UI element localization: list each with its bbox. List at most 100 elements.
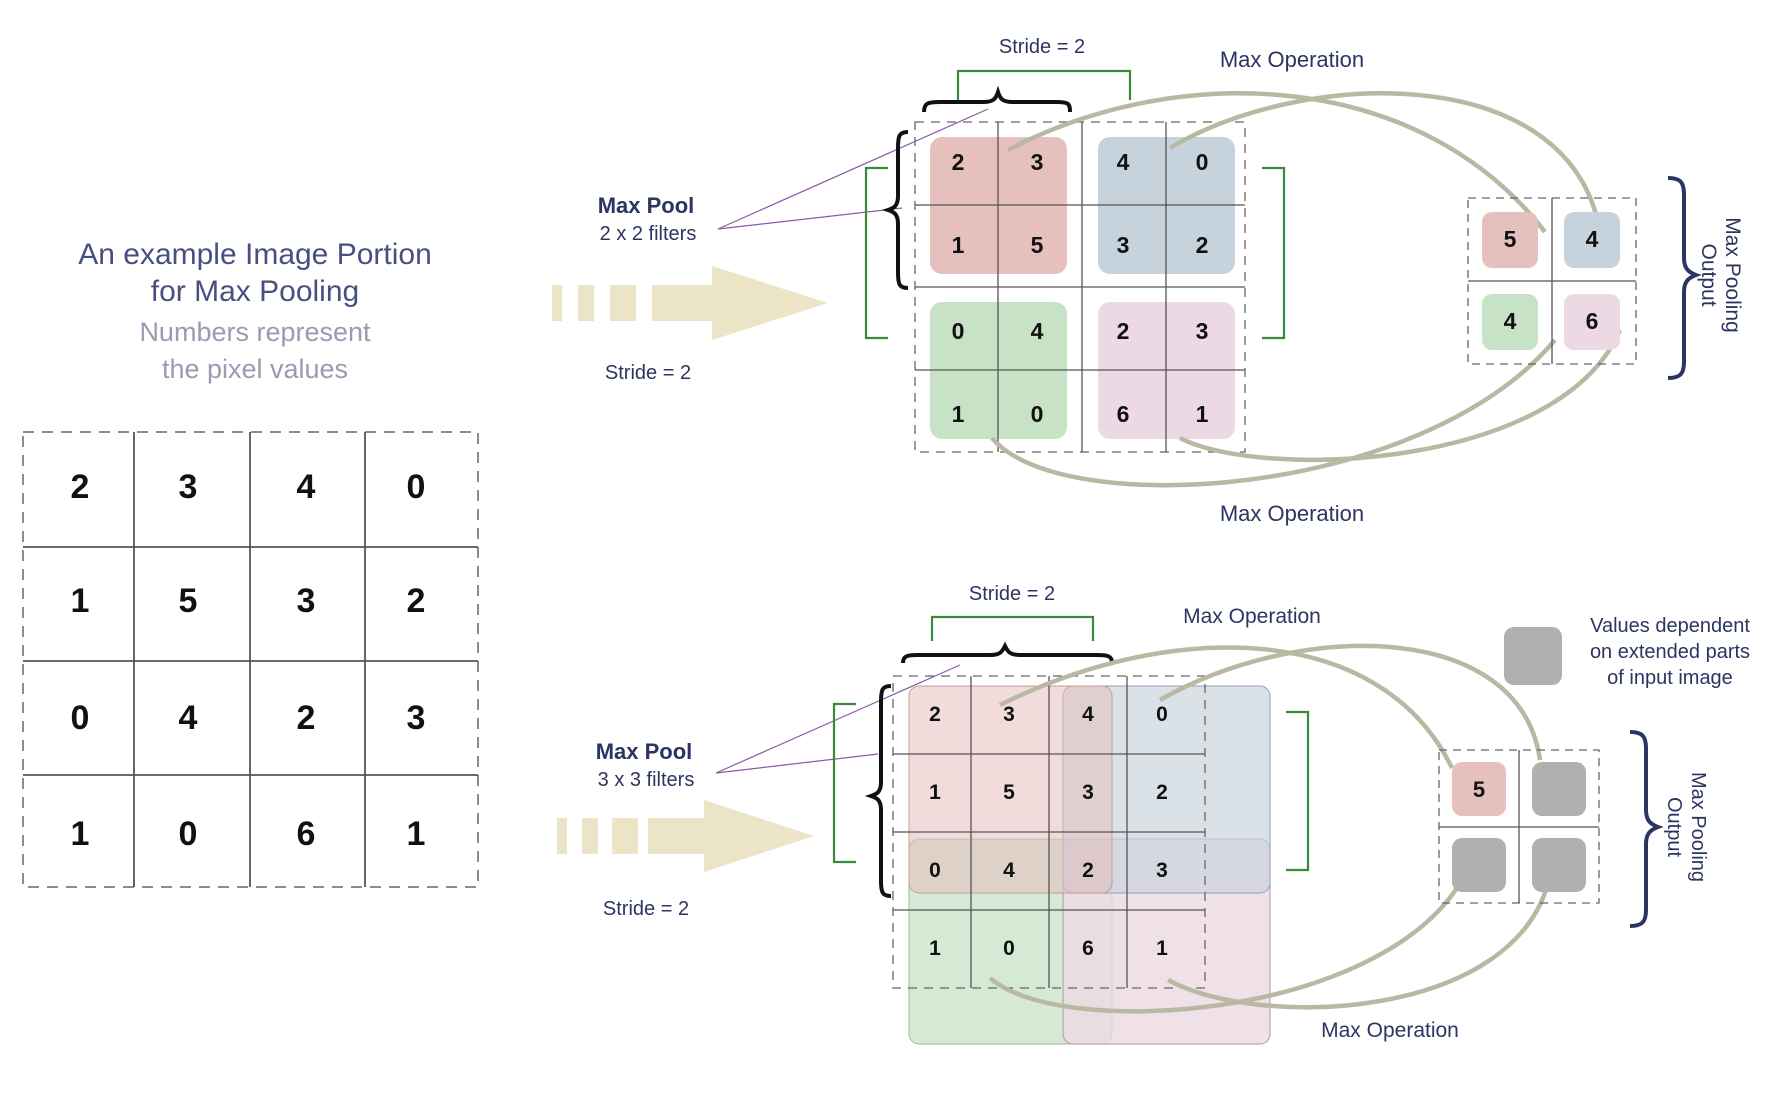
example-3x3: Max Pool 3 x 3 filters Stride = 2 Stride… (557, 583, 1750, 1045)
output-cell-red (1452, 762, 1506, 816)
legend-text-line3: of input image (1607, 667, 1733, 689)
output-label-line1: Max Pooling (1687, 772, 1709, 882)
legend-gray-swatch (1504, 627, 1562, 685)
output-cell-pink (1564, 294, 1620, 350)
max-operation-curve (1158, 643, 1543, 761)
grid-cell: 0 (1003, 937, 1015, 960)
input-cell: 1 (71, 815, 90, 853)
input-cell: 0 (71, 699, 90, 737)
max-operation-top-label: Max Operation (1183, 605, 1321, 628)
grid-cell: 6 (1117, 401, 1130, 427)
intro-title-line2: for Max Pooling (151, 275, 359, 308)
stride-top-label: Stride = 2 (999, 36, 1085, 58)
input-cell: 4 (297, 468, 316, 506)
curly-brace (922, 85, 1072, 113)
input-cell: 2 (71, 468, 90, 506)
output-cell-gray (1532, 838, 1586, 892)
max-operation-curve (998, 645, 1455, 769)
grid-cell: 1 (952, 401, 965, 427)
input-cell: 6 (297, 815, 316, 853)
max-operation-curve (990, 338, 1557, 488)
output-cell-blue (1564, 212, 1620, 268)
grid-cell: 1 (929, 937, 941, 960)
grid-cell: 2 (1082, 859, 1094, 882)
legend-text-line2: on extended parts (1590, 641, 1750, 663)
grid-cell: 1 (1156, 937, 1168, 960)
output-cell-red (1482, 212, 1538, 268)
stride-bracket (930, 615, 1095, 641)
rows-bracket-right (1286, 710, 1310, 872)
max-operation-top-label: Max Operation (1220, 47, 1364, 72)
intro-subtitle-line1: Numbers represent (139, 317, 371, 347)
curly-brace (881, 130, 909, 290)
grid-cell: 2 (1117, 318, 1130, 344)
curly-brace (864, 684, 892, 898)
max-operation-curve (1166, 874, 1553, 1010)
flow-arrow (557, 800, 814, 872)
input-cell: 3 (407, 699, 426, 737)
output-cell-gray (1532, 762, 1586, 816)
grid-cell: 4 (1003, 859, 1015, 882)
input-image-grid: 2 3 4 0 1 5 3 2 0 4 2 3 1 0 6 1 (22, 431, 479, 888)
input-cell: 0 (179, 815, 198, 853)
stride-bracket (956, 69, 1132, 100)
maxpool-label: Max Pool (598, 193, 695, 218)
input-cell: 4 (179, 699, 198, 737)
intro-title-line1: An example Image Portion (78, 238, 432, 271)
rows-bracket-left (832, 702, 856, 864)
output-cell-gray (1452, 838, 1506, 892)
filter-size-label: 2 x 2 filters (600, 223, 697, 245)
input-cell: 2 (297, 699, 316, 737)
grid-cell: 4 (1082, 703, 1094, 726)
grid-cell: 0 (952, 318, 965, 344)
input-cell: 3 (297, 582, 316, 620)
grid-cell: 1 (952, 232, 965, 258)
grid-cell: 3 (1117, 232, 1130, 258)
input-cell: 5 (179, 582, 198, 620)
input-cell: 0 (407, 468, 426, 506)
input-cell: 1 (71, 582, 90, 620)
output-value: 6 (1586, 308, 1599, 334)
grid-cell: 2 (929, 703, 941, 726)
output-label-line2: Output (1663, 797, 1685, 857)
grid-cell: 2 (1196, 232, 1209, 258)
intro-subtitle-line2: the pixel values (162, 354, 348, 384)
stride-left-label: Stride = 2 (605, 362, 691, 384)
grid-cell: 0 (1031, 401, 1044, 427)
grid-cell: 2 (952, 149, 965, 175)
grid-cell: 3 (1196, 318, 1209, 344)
pointer-line (715, 753, 879, 774)
legend-text-line1: Values dependent (1590, 615, 1750, 637)
output-value: 4 (1504, 308, 1517, 334)
pointer-line (715, 664, 961, 774)
stride-top-label: Stride = 2 (969, 583, 1055, 605)
stride-left-label: Stride = 2 (603, 898, 689, 920)
rows-bracket-right (1262, 166, 1286, 340)
flow-arrow (552, 266, 828, 340)
output-bracket (1667, 176, 1702, 380)
rows-bracket-left (864, 166, 888, 340)
example-2x2: Max Pool 2 x 2 filters Stride = 2 Stride… (552, 36, 1744, 526)
output-value: 5 (1504, 226, 1517, 252)
max-operation-curve (988, 878, 1464, 1014)
grid-cell: 2 (1156, 781, 1168, 804)
curly-brace (901, 641, 1114, 664)
max-operation-curve (1178, 329, 1623, 463)
grid-cell: 6 (1082, 937, 1094, 960)
grid-cell: 3 (1003, 703, 1015, 726)
grid-cell: 5 (1031, 232, 1044, 258)
input-cell: 2 (407, 582, 426, 620)
output-cell-green (1482, 294, 1538, 350)
grid-cell: 1 (1196, 401, 1209, 427)
input-cell: 1 (407, 815, 426, 853)
grid-cell: 0 (929, 859, 941, 882)
grid-cell: 1 (929, 781, 941, 804)
grid-cell: 4 (1117, 149, 1130, 175)
grid-cell: 0 (1196, 149, 1209, 175)
output-value: 5 (1473, 777, 1485, 802)
grid-cell: 0 (1156, 703, 1168, 726)
grid-cell: 4 (1031, 318, 1044, 344)
output-label-line1: Max Pooling (1721, 217, 1744, 333)
filter-size-label: 3 x 3 filters (598, 769, 695, 791)
